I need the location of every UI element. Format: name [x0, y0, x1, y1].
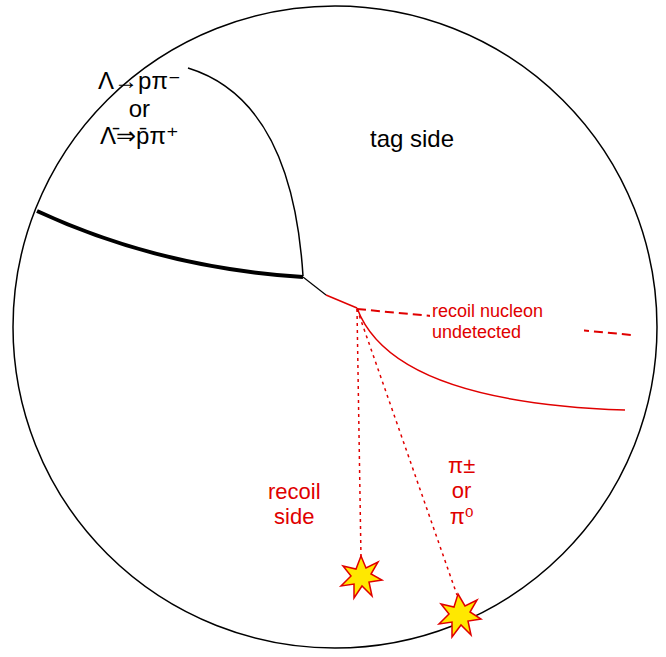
shower-burst: [439, 594, 481, 637]
region-label: recoil side: [266, 478, 323, 531]
detector-outline: [13, 6, 657, 648]
region-label: tag side: [368, 124, 456, 154]
particle-label: π± or π⁰: [446, 452, 477, 530]
decay-label: Λ→pπ⁻ or Λ̄⇒p̄π⁺: [96, 66, 183, 151]
recoil-track: [326, 295, 357, 308]
short-track: [303, 277, 326, 295]
photon-dotted-line: [357, 309, 457, 595]
photon-dotted-line: [357, 309, 361, 558]
lambda-track: [37, 211, 303, 277]
particle-label: recoil nucleon undetected: [430, 300, 584, 343]
region-boundary: [188, 68, 303, 276]
shower-burst: [341, 556, 382, 598]
